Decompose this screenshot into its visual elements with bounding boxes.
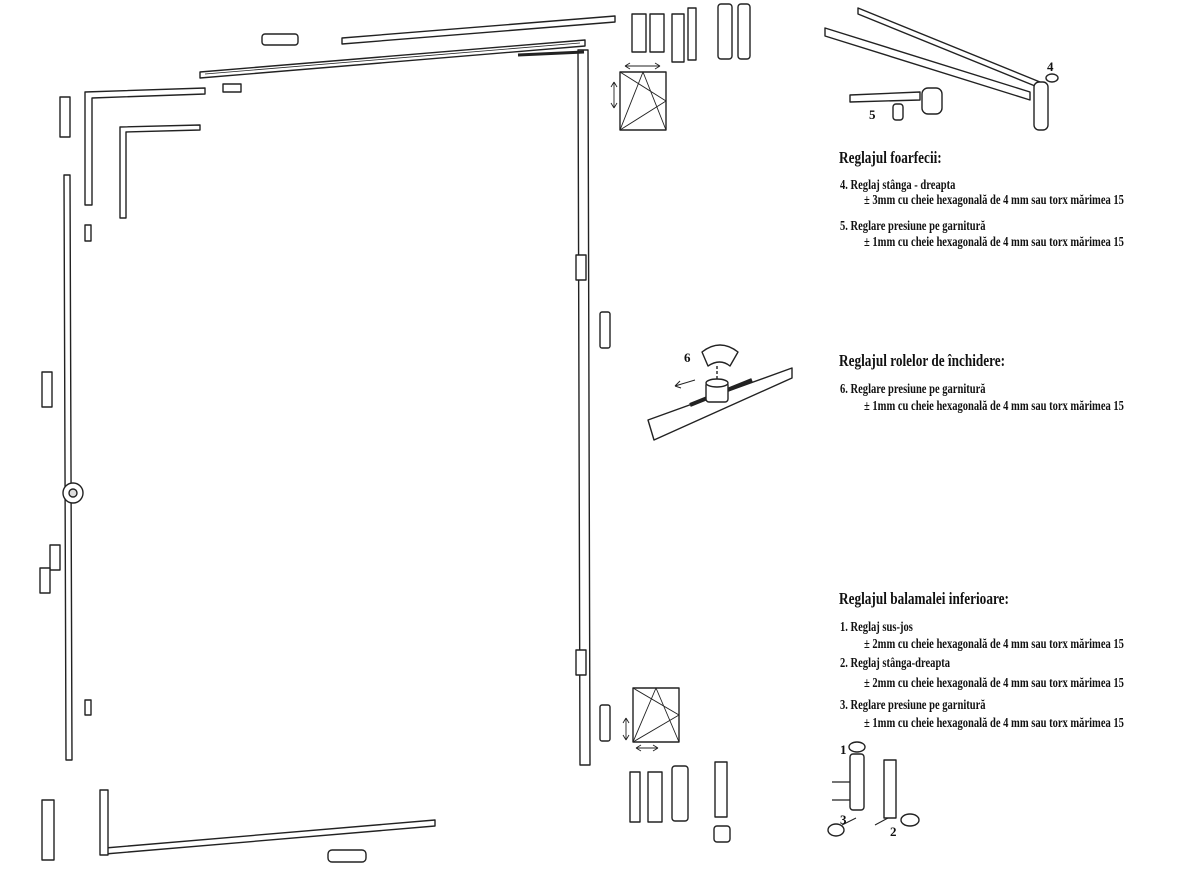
hinge-item2-detail: ± 2mm cu cheie hexagonală de 4 mm sau to…: [864, 675, 1124, 690]
hinge-item3-title: 3. Reglare presiune pe garnitură: [840, 697, 986, 712]
bottom-keeper: [327, 849, 367, 863]
callout-5: 5: [869, 107, 876, 122]
hinge-pin: [849, 753, 865, 811]
bottom-rail: [104, 819, 436, 855]
hinge-item2-title: 2. Reglaj stânga-dreapta: [840, 655, 951, 670]
callout-4: 4: [1047, 59, 1054, 74]
hinge-item1-title: 1. Reglaj sus-jos: [840, 619, 913, 634]
scissor-item5-detail: ± 1mm cu cheie hexagonală de 4 mm sau to…: [864, 234, 1124, 249]
window-icon-lower: [632, 687, 680, 743]
hinge-item1-detail: ± 2mm cu cheie hexagonală de 4 mm sau to…: [864, 636, 1124, 651]
callout-2: 2: [890, 824, 897, 839]
hinge-plate: [883, 759, 897, 819]
hinge-item3-detail: ± 1mm cu cheie hexagonală de 4 mm sau to…: [864, 715, 1124, 730]
top-keeper: [222, 83, 242, 93]
right-rail: [577, 49, 591, 766]
callout-6: 6: [684, 350, 691, 365]
top-small-part: [261, 33, 299, 46]
top-scissor-arm: [341, 15, 616, 45]
top-rail: [199, 39, 586, 79]
left-rail: [63, 174, 73, 761]
left-corner-top: [84, 87, 206, 206]
hinge-heading: Reglajul balamalei inferioare:: [839, 589, 1009, 608]
window-icon-upper: [619, 71, 667, 131]
rollers-item6-title: 6. Reglare presiune pe garnitură: [840, 381, 986, 396]
scissor-heading: Reglajul foarfecii:: [839, 148, 942, 167]
left-corner-inner: [119, 124, 201, 219]
right-keeper-upper: [599, 311, 611, 349]
scissor-item5-title: 5. Reglare presiune pe garnitură: [840, 218, 986, 233]
scissor-item4-title: 4. Reglaj stânga - dreapta: [840, 177, 956, 192]
bottom-corner: [99, 789, 109, 856]
right-keeper-lower: [599, 704, 611, 742]
rollers-heading: Reglajul rolelor de închidere:: [839, 351, 1006, 370]
scissor-item4-detail: ± 3mm cu cheie hexagonală de 4 mm sau to…: [864, 192, 1124, 207]
callout-3: 3: [840, 812, 847, 827]
rollers-item6-detail: ± 1mm cu cheie hexagonală de 4 mm sau to…: [864, 398, 1124, 413]
scissor-arm-detail: [824, 27, 1031, 101]
callout-1: 1: [840, 742, 847, 757]
